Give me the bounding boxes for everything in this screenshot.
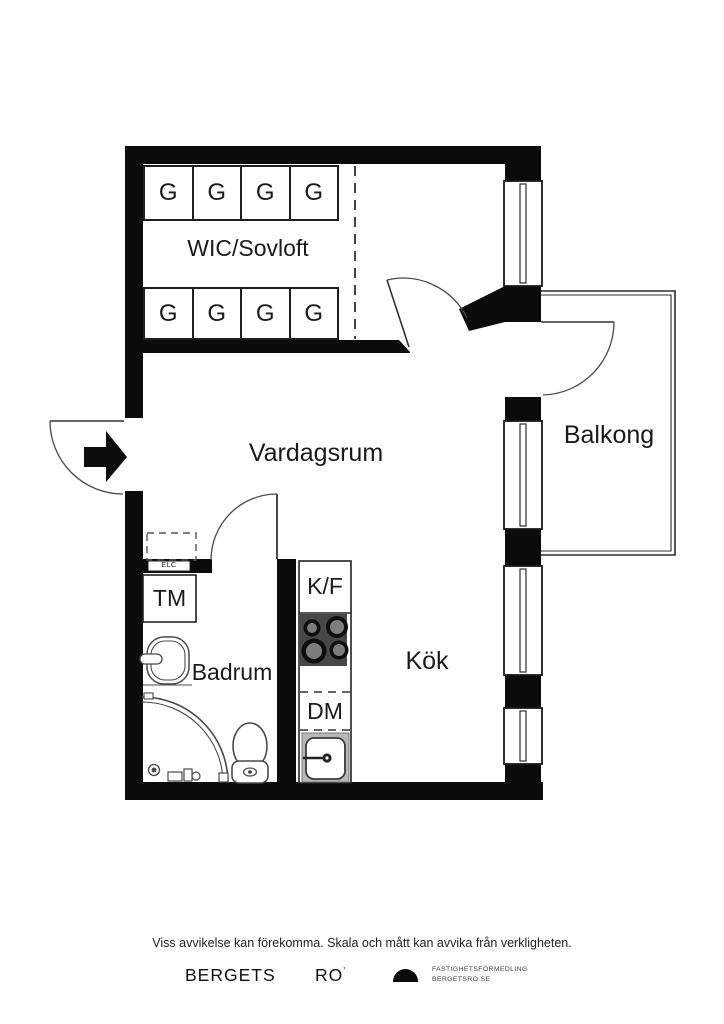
- shower-drain-inner: [151, 767, 157, 773]
- wardrobe-label: G: [158, 299, 178, 327]
- tm-text: TM: [152, 584, 187, 611]
- shower-mixer: [167, 771, 183, 782]
- window-4-glass: [519, 710, 527, 762]
- wardrobe-row-bottom: G G G G: [143, 287, 339, 340]
- wall-bottom: [125, 782, 543, 800]
- doors: [49, 277, 615, 561]
- toilet-button-dot: [248, 770, 252, 774]
- wardrobe-label: G: [207, 299, 227, 327]
- washbasin-tap: [139, 653, 163, 665]
- wardrobe-label: G: [304, 299, 324, 327]
- washing-machine-box: [142, 574, 197, 623]
- wardrobe-cell: G: [191, 165, 242, 221]
- burner-bl-inner: [306, 643, 322, 659]
- shower-drain-outer: [147, 763, 161, 777]
- entry-door-arc: [49, 420, 124, 495]
- wardrobe-cell: G: [191, 287, 242, 340]
- balcony-outline: [541, 290, 676, 556]
- window-1-glass: [519, 183, 527, 284]
- wardrobe-label: G: [207, 179, 227, 206]
- brand-left-text: BERGETS: [185, 965, 276, 985]
- agency-url-line: BERGETSRO.SE: [432, 975, 491, 983]
- fixture-label-dm: DM: [299, 693, 351, 730]
- elc-text: ELC: [161, 562, 177, 570]
- agency-logo-text: FASTIGHETSFÖRMEDLING BERGETSRO.SE: [432, 965, 528, 984]
- fixture-label-kf: K/F: [299, 561, 351, 613]
- wardrobe-cell: G: [240, 287, 291, 340]
- burner-br-inner: [333, 644, 345, 656]
- shower-arc-outer: [141, 696, 229, 784]
- brand-wordmark-right: ROʼ: [315, 965, 345, 986]
- wall-angled: [459, 286, 505, 331]
- toilet-button: [242, 767, 258, 777]
- kf-text: K/F: [307, 573, 343, 600]
- window-3-glass: [519, 568, 527, 673]
- shower-handle-bottom: [218, 772, 229, 783]
- balcony-outer: [541, 290, 676, 556]
- wardrobe-cell: G: [143, 165, 194, 221]
- wardrobe-label: G: [255, 299, 275, 327]
- balcony-door-arc: [542, 321, 615, 396]
- wardrobe-cell: G: [288, 165, 339, 221]
- entry-arrow-icon: [84, 431, 127, 482]
- wall-right-seg2: [505, 286, 541, 322]
- bathroom-door-arc: [210, 493, 278, 561]
- fixture-label-tm: TM: [143, 575, 196, 622]
- wall-left-lower: [125, 491, 143, 800]
- balcony-inner: [541, 294, 672, 552]
- wardrobe-label: G: [304, 179, 324, 206]
- burner-tr-inner: [330, 620, 344, 634]
- shower-arc-inner: [141, 701, 224, 784]
- burner-tl-inner: [307, 623, 317, 633]
- walls: [125, 146, 543, 800]
- wardrobe-label: G: [158, 179, 178, 206]
- wall-wic-bottom: [125, 340, 410, 353]
- wall-bath-kitchen-divider: [277, 559, 296, 800]
- brand-mark: ʼ: [343, 966, 346, 977]
- wardrobe-row-top: G G G G: [143, 165, 339, 221]
- wall-left-upper: [125, 146, 143, 418]
- kitchen-counter: [298, 560, 352, 784]
- bathroom-fixtures: [139, 532, 269, 784]
- wardrobe-cell: G: [288, 287, 339, 340]
- windows: [503, 180, 543, 765]
- fixture-label-elc: ELC: [148, 561, 190, 571]
- agency-dome-logo-icon: [393, 969, 418, 982]
- sink-faucet-dot: [325, 756, 329, 760]
- window-2-glass: [519, 423, 527, 527]
- shower-knob-dot: [191, 771, 201, 781]
- disclaimer-text: Viss avvikelse kan förekomma. Skala och …: [152, 936, 572, 950]
- agency-name-line: FASTIGHETSFÖRMEDLING: [432, 966, 528, 973]
- room-label-badrum: Badrum: [191, 659, 273, 685]
- wardrobe-label: G: [255, 179, 275, 206]
- hall-door-arc: [386, 277, 468, 319]
- room-label-vardagsrum: Vardagsrum: [248, 439, 384, 467]
- elc-label-box: [147, 560, 191, 572]
- elc-dashed-cabinet: [146, 532, 197, 561]
- wall-right-seg1: [505, 146, 541, 181]
- brand-wordmark-left: BERGETS: [185, 965, 276, 986]
- wall-right-seg5: [505, 675, 541, 708]
- wardrobe-cell: G: [143, 287, 194, 340]
- brand-right-text: RO: [315, 965, 344, 985]
- room-label-balkong: Balkong: [563, 421, 655, 449]
- wall-right-seg3: [505, 397, 541, 421]
- shower-handle-top: [143, 692, 154, 700]
- wall-right-seg6: [505, 764, 541, 800]
- hall-door-leaf: [386, 279, 410, 348]
- room-label-kok: Kök: [405, 647, 449, 675]
- shower-knob: [183, 768, 193, 782]
- dm-text: DM: [307, 697, 343, 724]
- room-label-wic: WIC/Sovloft: [187, 235, 309, 261]
- wardrobe-cell: G: [240, 165, 291, 221]
- wall-right-seg4: [505, 529, 541, 566]
- wall-top: [125, 146, 541, 164]
